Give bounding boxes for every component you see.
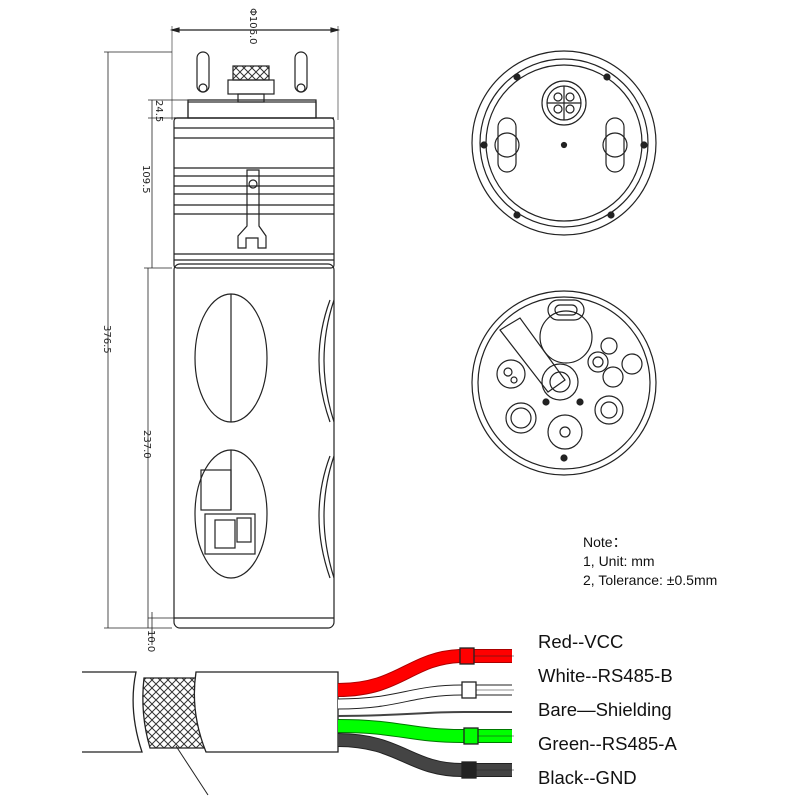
wire-label-red: Red--VCC	[538, 631, 624, 652]
wire-label-black: Black--GND	[538, 767, 637, 788]
note-title: Note：	[583, 534, 627, 550]
wire-label-white: White--RS485-B	[538, 665, 673, 686]
wire-label-green: Green--RS485-A	[538, 733, 677, 754]
note-line-unit: 1, Unit: mm	[583, 553, 655, 569]
cable-drawing	[82, 647, 514, 796]
dim-upper-body: 109.5	[140, 165, 151, 194]
dim-overall-length: 376.5	[101, 325, 112, 354]
note-line-tolerance: 2, Tolerance: ±0.5mm	[583, 572, 718, 588]
dimension-texts: Φ106.0 24.5 109.5 376.5 237.0 10.0	[101, 8, 258, 652]
wire-label-bare: Bare—Shielding	[538, 699, 672, 720]
dimension-lines	[104, 51, 188, 645]
dim-cap-height: 24.5	[153, 100, 164, 122]
dim-diameter: Φ106.0	[247, 8, 258, 45]
note-block: Note： 1, Unit: mm 2, Tolerance: ±0.5mm	[583, 533, 717, 590]
wire-bare	[337, 711, 512, 717]
dim-lower-body: 237.0	[141, 430, 152, 459]
top-view	[471, 50, 657, 236]
side-view	[169, 26, 341, 629]
dim-bottom-offset: 10.0	[145, 630, 156, 652]
bottom-view	[471, 290, 657, 476]
